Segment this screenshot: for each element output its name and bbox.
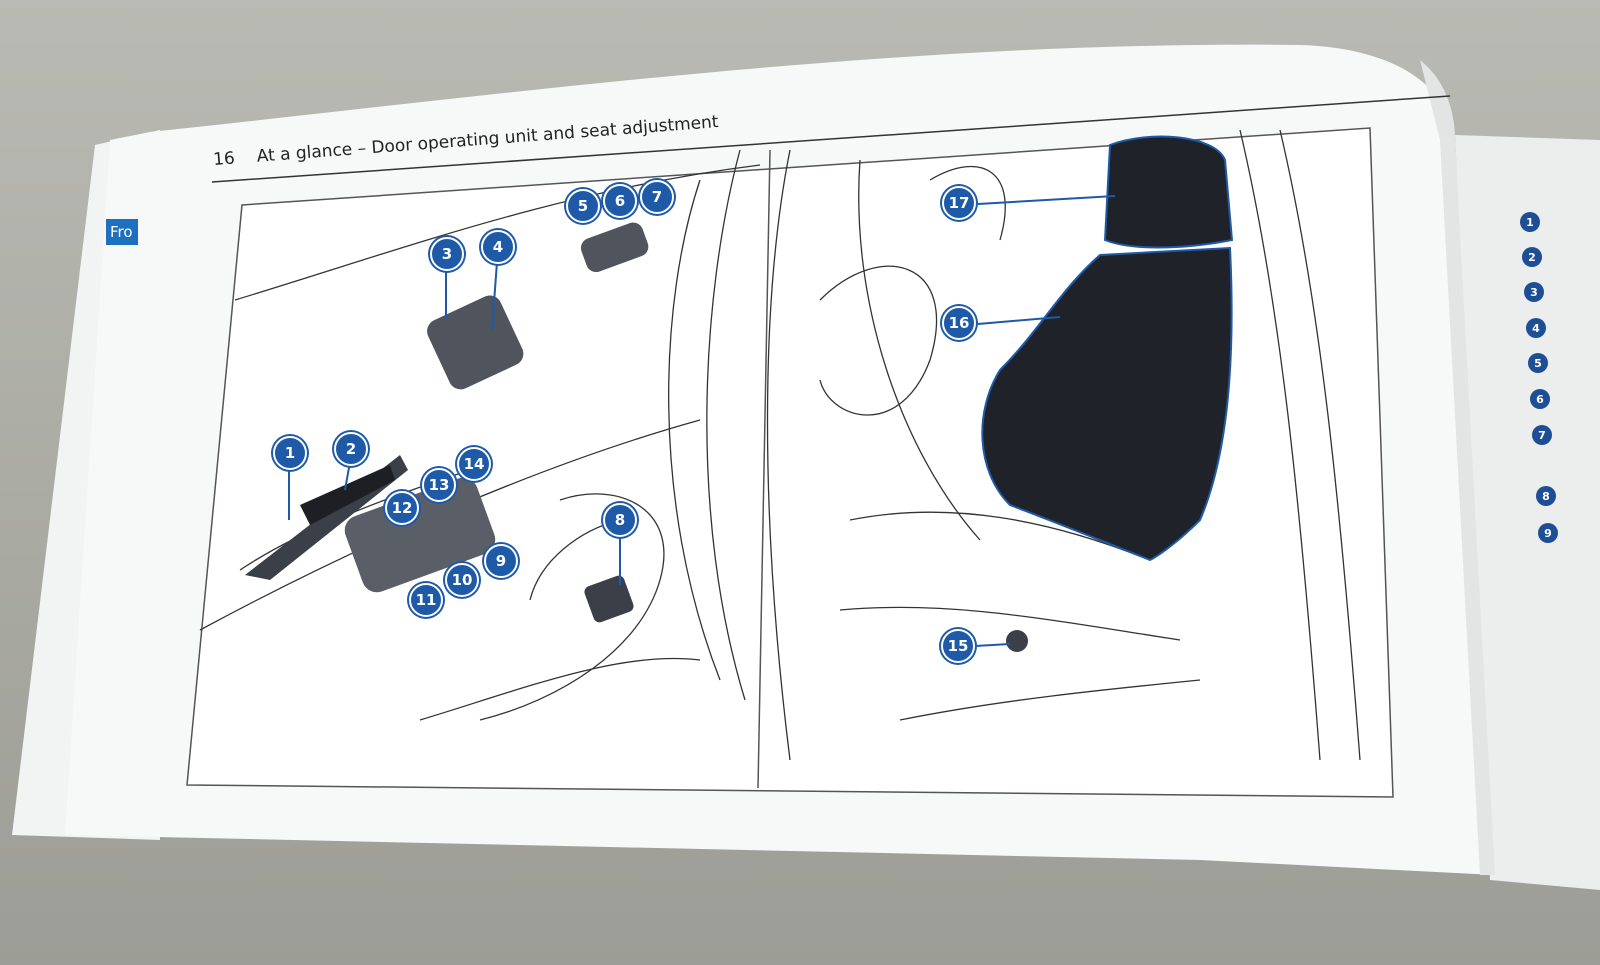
- side-list-item-5: 5: [1528, 353, 1548, 373]
- callout-4: 4: [481, 230, 515, 264]
- callout-14: 14: [457, 447, 491, 481]
- side-list-item-7: 7: [1532, 425, 1552, 445]
- seat-backrest: [981, 246, 1233, 562]
- side-list-item-2: 2: [1522, 247, 1542, 267]
- side-list-item-4: 4: [1526, 318, 1546, 338]
- callout-15: 15: [941, 629, 975, 663]
- callout-3: 3: [430, 237, 464, 271]
- callout-17: 17: [942, 186, 976, 220]
- side-list-item-1: 1: [1520, 212, 1540, 232]
- headrest: [1103, 135, 1234, 249]
- callout-11: 11: [409, 583, 443, 617]
- callout-10: 10: [445, 563, 479, 597]
- callout-1: 1: [273, 436, 307, 470]
- callout-5: 5: [566, 189, 600, 223]
- side-list-item-9: 9: [1538, 523, 1558, 543]
- callout-7: 7: [640, 180, 674, 214]
- callout-2: 2: [334, 432, 368, 466]
- callout-16: 16: [942, 306, 976, 340]
- chapter-tab: Fro: [106, 219, 138, 245]
- side-list-item-6: 6: [1530, 389, 1550, 409]
- callout-12: 12: [385, 491, 419, 525]
- side-list-item-3: 3: [1524, 282, 1544, 302]
- callout-8: 8: [603, 503, 637, 537]
- callout-6: 6: [603, 184, 637, 218]
- page-number: 16: [212, 148, 236, 170]
- right-page-stack: [1455, 135, 1600, 890]
- callout-13: 13: [422, 468, 456, 502]
- side-list-item-8: 8: [1536, 486, 1556, 506]
- callout-9: 9: [484, 544, 518, 578]
